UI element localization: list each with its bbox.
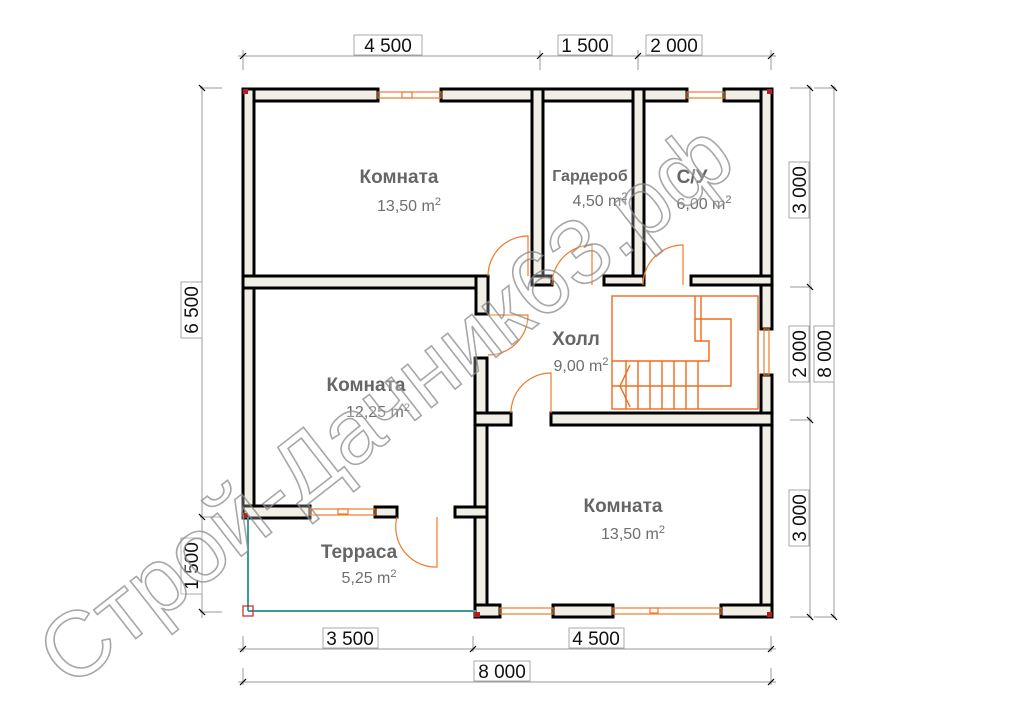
- windows: [309, 91, 770, 615]
- room-name: Комната: [327, 375, 406, 396]
- room-su: С/У 6,00 m2: [676, 167, 731, 213]
- room-area: 13,50 m2: [601, 524, 665, 543]
- room-name: Терраса: [321, 542, 398, 563]
- room-name: Гардероб: [552, 168, 628, 185]
- dimensions-top: 4 500 1 500 2 000: [238, 34, 776, 70]
- dim-right-2: 2 000: [790, 330, 811, 378]
- room-garderob: Гардероб 4,50 m2: [552, 168, 628, 210]
- terrace-outline: [242, 517, 476, 617]
- dimensions-left: 6 500 1 500: [180, 84, 222, 618]
- dim-bottom-1: 3 500: [326, 629, 374, 650]
- dim-left-1: 6 500: [182, 286, 203, 334]
- room-area: 12,25 m2: [346, 402, 410, 421]
- room-area: 6,00 m2: [676, 194, 731, 213]
- room-name: Холл: [552, 329, 600, 350]
- room-name: Комната: [584, 496, 663, 517]
- room-holl: Холл 9,00 m2: [552, 329, 608, 375]
- dim-top-1: 4 500: [364, 36, 412, 57]
- room-name: С/У: [677, 167, 708, 188]
- dim-right-total: 8 000: [815, 330, 836, 378]
- dim-right-1: 3 000: [790, 166, 811, 214]
- room-kommata-left: Комната 12,25 m2: [327, 375, 410, 421]
- room-area: 13,50 m2: [377, 196, 441, 215]
- staircase: [611, 295, 759, 410]
- dimensions-right: 3 000 2 000 3 000 8 000: [788, 84, 838, 621]
- corner-markers: [243, 89, 772, 617]
- dim-left-2: 1 500: [182, 542, 203, 590]
- room-terrasa: Терраса 5,25 m2: [321, 542, 398, 587]
- dim-bottom-2: 4 500: [572, 629, 620, 650]
- doors: [395, 235, 684, 568]
- dim-bottom-total: 8 000: [478, 662, 526, 683]
- room-kommata-bottom: Комната 13,50 m2: [584, 496, 665, 543]
- watermark-text: Строй-Дачник63.рф: [20, 102, 752, 705]
- dimensions-bottom: 3 500 4 500 8 000: [238, 627, 776, 686]
- watermark: Строй-Дачник63.рф: [19, 102, 753, 707]
- room-area: 9,00 m2: [553, 356, 608, 375]
- dim-right-3: 3 000: [790, 494, 811, 542]
- dim-top-2: 1 500: [561, 36, 609, 57]
- room-name: Комната: [360, 167, 439, 188]
- room-area: 4,50 m2: [572, 191, 627, 210]
- room-kommata-top: Комната 13,50 m2: [360, 167, 441, 215]
- dim-top-3: 2 000: [650, 36, 698, 57]
- room-area: 5,25 m2: [341, 568, 396, 587]
